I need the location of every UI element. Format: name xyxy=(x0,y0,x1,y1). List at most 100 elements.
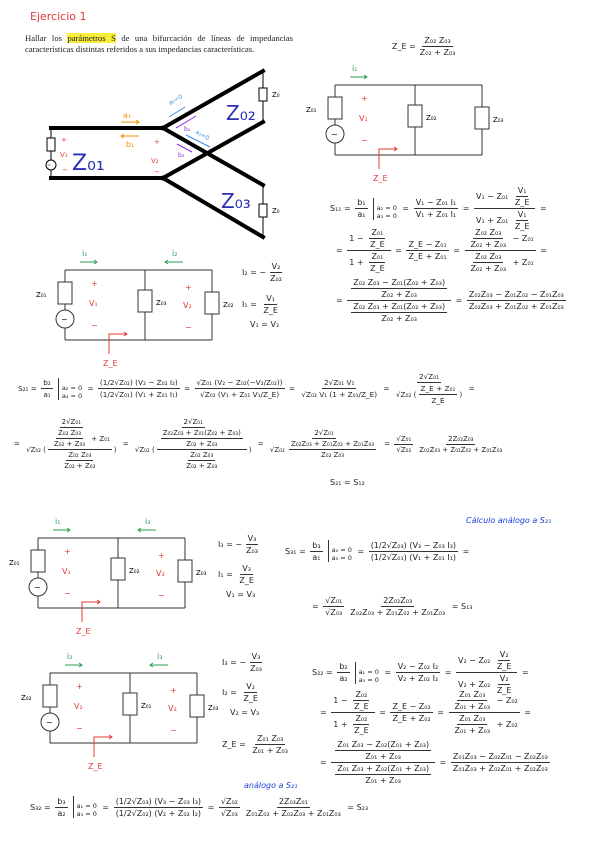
math-text: b₂ xyxy=(43,378,51,387)
highlighted-text: parámetros S xyxy=(67,33,116,43)
math-text: (1/2√Z₀₁) (V₁ + Z₀₁ I₁) xyxy=(370,552,457,562)
math-text: = xyxy=(382,440,393,448)
math-text: = xyxy=(205,802,217,812)
math-text: V₂ = V₃ xyxy=(230,708,260,717)
math-text: 2√Z₀₁ xyxy=(183,418,203,426)
side-equation: V₁ = V₃ xyxy=(226,590,255,599)
math-text: V₂ − Z₀₂ xyxy=(457,656,493,665)
math-text: a₁ xyxy=(43,390,51,399)
math-text: = xyxy=(286,384,298,393)
fraction: √Z₀₁√Z₀₂ xyxy=(394,435,414,454)
numerator: V₂ − Z₀₂ I₂ xyxy=(395,662,441,673)
math-text: (1/2√Z₀₁) (V₁ + Z₀₁ I₁) xyxy=(99,390,178,399)
math-text: Z_E xyxy=(514,198,530,207)
input-impedance-label: Z_E xyxy=(103,359,118,368)
numerator: Z₀₂ Z₀₃ xyxy=(188,451,216,461)
math-text: = xyxy=(255,440,266,448)
math-text: Z₀₁ xyxy=(371,252,384,261)
math-text: S₂₂ = xyxy=(312,668,336,677)
wave-b1: b₁ xyxy=(126,140,134,149)
numerator: 2Z₀₂Z₀₃ xyxy=(381,596,415,607)
math-text: + Z₀₁ xyxy=(510,258,534,267)
math-text: = xyxy=(14,440,23,448)
minus-sign: − xyxy=(361,136,368,145)
denominator: Z₀₂ Z₀₃ + Z₀₁(Z₀₂ + Z₀₃)Z₀₂ + Z₀₃ xyxy=(347,301,451,323)
math-text: Z₀₂Z₀₃ + Z₀₁Z₀₂ + Z₀₁Z₀₃ xyxy=(350,608,446,617)
voltage-left: V₂ xyxy=(74,702,83,711)
math-text: = xyxy=(521,708,532,717)
math-text: Z₀₁ + Z₀₃ xyxy=(365,776,401,785)
numerator: √Z₀₁ (V₂ − Z₀₂(−V₂/Z₀₂)) xyxy=(194,378,285,389)
math-text: 1 − xyxy=(349,234,367,243)
denominator: Z₀₁Z₀₃ + Z₀₂Z₀₁ + Z₀₂Z₀₃ xyxy=(451,763,550,773)
math-text: Z₀₂Z₀₃ − Z₀₁Z₀₂ − Z₀₁Z₀₃ xyxy=(468,290,564,299)
numerator: Z₀₁ Z₀₃ xyxy=(254,734,286,745)
resistor-right xyxy=(204,291,220,315)
math-text: = xyxy=(376,708,389,717)
numerator: Z₀₂Z₀₃ + Z₀₁Z₀₂ + Z₀₁Z₀₃ xyxy=(288,440,377,450)
math-text: I₁ = xyxy=(218,570,236,579)
numerator: Z₀₂ xyxy=(353,714,370,725)
math-text: Z_E = xyxy=(222,740,249,749)
math-text: Z_E − Z₀₁ xyxy=(408,240,447,249)
math-text: Z₀₂ + Z₀₃ xyxy=(470,240,507,249)
math-text: Z₀₁ + Z₀₃ xyxy=(454,702,491,711)
denominator: Z_E xyxy=(513,221,532,231)
plus-sign: + xyxy=(185,283,192,292)
line-label-z01: Z₀₁ xyxy=(72,151,105,176)
resistor-left xyxy=(42,684,58,708)
math-text: = xyxy=(99,802,112,812)
arrowhead xyxy=(393,146,398,152)
math-text: 2√Z₀₁ xyxy=(418,372,440,381)
line-label-z03: Z₀₃ xyxy=(221,189,251,213)
math-text: I₁ = xyxy=(242,300,260,309)
denominator: a₁ xyxy=(310,552,322,562)
denominator: Z₀₂ + Z₀₃ xyxy=(469,239,509,249)
numerator: V₂ xyxy=(497,674,511,685)
denominator: Z_E xyxy=(352,725,371,735)
denominator: Z₀₁Z₀₂ + Z₀₂Z₀₃ + Z₀₁Z₀₃ xyxy=(244,808,343,818)
denominator: Z₀₂ + Z₀₃ xyxy=(379,289,419,299)
math-text: Z₀₂ + Z₀₃ xyxy=(381,290,417,299)
math-text: Z₀₂Z₀₃ + Z₀₁Z₀₂ + Z₀₁Z₀₃ xyxy=(290,440,375,448)
denominator: Z_E xyxy=(237,575,256,585)
math-text: 2Z₀₂Z₀₃ xyxy=(383,596,413,605)
math-text: = xyxy=(519,668,529,677)
numerator: Z₀₂ Z₀₃ xyxy=(473,228,504,239)
math-text: Z₀₁ Z₀₃ − Z₀₂(Z₀₁ + Z₀₃) xyxy=(337,740,430,749)
math-text: Z₀₁Z₀₂ + Z₀₂Z₀₃ + Z₀₁Z₀₃ xyxy=(245,808,341,818)
math-text: V₃ xyxy=(247,534,257,543)
denominator: Z₀₃ xyxy=(244,545,260,555)
math-text: √Z₀₂ xyxy=(269,445,287,454)
math-text: = xyxy=(537,204,547,213)
denominator: Z₀₂ + Z₀₃ xyxy=(379,313,419,323)
math-text: = S₁₃ xyxy=(449,602,473,611)
math-text: = xyxy=(466,384,475,393)
arrowhead xyxy=(123,331,128,337)
plus-sign: + xyxy=(170,686,177,695)
fraction: Z₀₁ Z₀₃ + Z₀₂(Z₀₁ + Z₀₃)Z₀₁ + Z₀₃ xyxy=(335,764,432,785)
math-text: a₂ xyxy=(57,808,66,818)
resistor-right xyxy=(177,559,193,583)
numerator: (1/2√Z₀₃) (V₃ − Z₀₃ I₃) xyxy=(113,797,204,808)
numerator: Z₀₁ Z₀₃ + Z₀₂(Z₀₁ + Z₀₃) xyxy=(335,764,432,775)
